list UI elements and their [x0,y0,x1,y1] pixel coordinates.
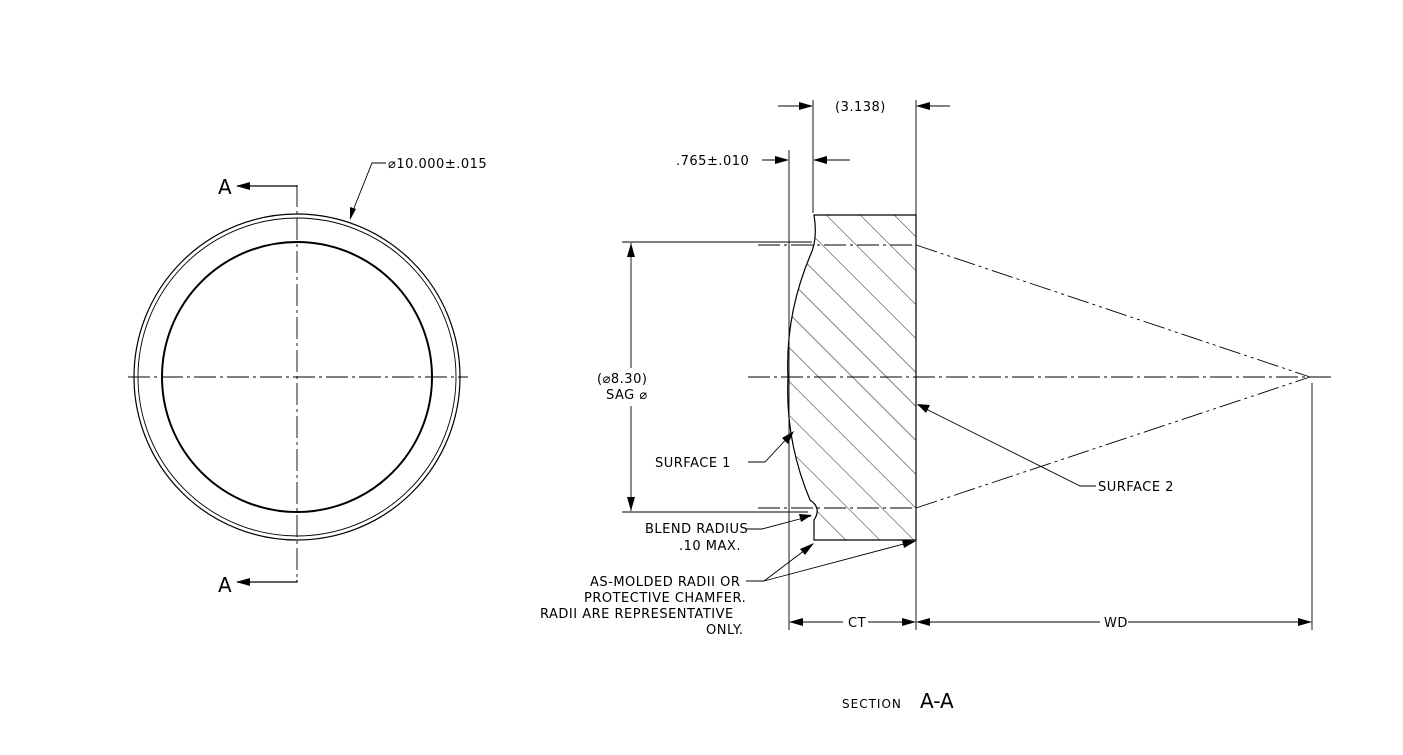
edge-arrow-left [775,156,789,164]
ct-arrow-right [902,618,916,626]
ct-arrow-left [789,618,803,626]
overall-thickness: (3.138) [835,100,886,115]
note-line1: AS-MOLDED RADII OR [590,575,740,590]
surface-1-label: SURFACE 1 [655,456,731,471]
section-arrow-top [236,182,250,190]
front-view: A A ⌀10.000±.015 [128,157,487,597]
lens-outline [787,214,917,541]
overall-arrow-right [916,102,930,110]
section-arrow-bottom [236,578,250,586]
note-arrow-2 [902,540,916,548]
section-label-bottom: A [218,573,232,597]
diameter-leader [349,162,386,219]
section-view: (3.138) .765±.010 (⌀8.30) SAG ⌀ SURFACE … [540,100,1335,713]
overall-arrow-left [799,102,813,110]
edge-thickness: .765±.010 [676,154,749,169]
sag-diameter-value: (⌀8.30) [597,372,647,387]
section-cut-bottom [237,580,298,583]
blend-radius-line1: BLEND RADIUS [645,522,748,537]
note-leader-2 [763,540,916,582]
surface-2-arrow [917,404,930,413]
edge-arrow-right [813,156,827,164]
section-title-word: SECTION [842,697,902,711]
note-line3: RADII ARE REPRESENTATIVE [540,607,734,622]
surface-1-leader [748,432,793,463]
section-cut-top [237,185,298,187]
diameter-leader-arrow [350,207,356,220]
ct-label: CT [848,616,866,631]
note-line2: PROTECTIVE CHAMFER. [584,591,746,606]
lens-hatch [787,215,916,540]
sag-arrow-top [627,243,635,257]
sag-arrow-bottom [627,497,635,511]
wd-arrow-left [916,618,930,626]
note-line4: ONLY. [706,623,743,638]
section-title-id: A-A [920,689,954,713]
surface-2-label: SURFACE 2 [1098,480,1174,495]
surface-1-arrow [782,431,794,444]
surface-2-leader [917,404,1096,487]
blend-radius-arrow [799,514,812,522]
diameter-callout: ⌀10.000±.015 [388,157,487,172]
focus-ray-bottom [915,376,1311,509]
section-label-top: A [218,175,232,199]
note-arrow-1 [800,543,814,555]
blend-radius-leader [746,515,812,530]
sag-diameter-label: SAG ⌀ [606,388,648,403]
wd-arrow-right [1298,618,1312,626]
blend-radius-line2: .10 MAX. [679,539,741,554]
wd-label: WD [1104,616,1128,631]
focus-ray-top [915,244,1311,378]
